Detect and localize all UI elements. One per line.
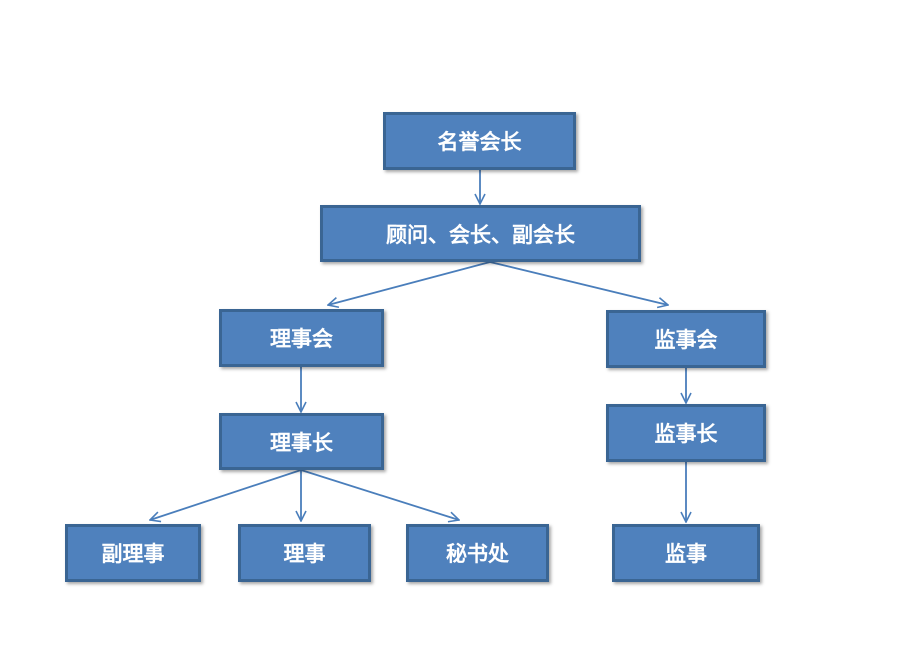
node-vice-director: 副理事	[65, 524, 201, 582]
edge-chair-to-secretariat	[300, 469, 459, 520]
node-council: 理事会	[219, 309, 384, 367]
node-director: 理事	[238, 524, 371, 582]
node-council-chair: 理事长	[219, 413, 384, 470]
edge-chair-to-vice-director	[150, 469, 302, 520]
edge-advisors-to-supervisory-board	[489, 261, 668, 305]
node-advisors-presidents: 顾问、会长、副会长	[320, 205, 641, 262]
node-supervisor: 监事	[612, 524, 760, 582]
node-supervisory-board: 监事会	[606, 310, 766, 368]
node-supervisory-chair: 监事长	[606, 404, 766, 462]
node-honorary-president: 名誉会长	[383, 112, 576, 170]
node-secretariat: 秘书处	[406, 524, 549, 582]
edge-advisors-to-council	[328, 261, 491, 305]
